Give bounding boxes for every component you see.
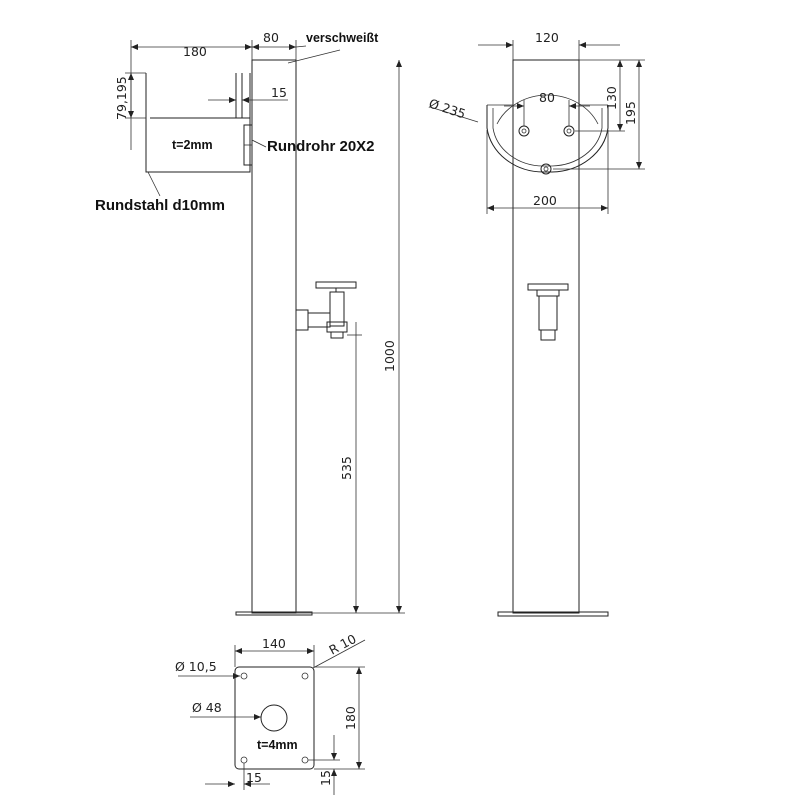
dim-box-height: 79,195 [114,76,129,120]
side-base-foot [235,611,313,616]
front-hole-bottom [540,163,552,175]
front-bowl [486,105,609,173]
dim-post-width: 80 [263,30,279,45]
side-post [251,59,297,614]
label-thickness-plate: t=4mm [257,738,298,752]
plate-hole-br [301,756,309,764]
plate-hole-bl [240,756,248,764]
front-base-foot [497,611,609,617]
side-bowl [145,73,251,173]
dim-box-width: 180 [183,44,207,59]
dim-plate-height: 180 [343,706,358,730]
dim-plate-width: 140 [262,636,286,651]
plate-hole-tl [240,672,248,680]
front-hole-left [518,125,530,137]
dim-bowl-width: 200 [533,193,557,208]
base-plate [234,666,315,770]
dim-plate-hole: Ø 10,5 [175,659,217,674]
dim-front-top-width: 120 [535,30,559,45]
label-round-steel: Rundstahl d10mm [95,197,225,214]
front-view: 120 Ø 235 80 130 195 200 [427,30,645,617]
plate-hole-tr [301,672,309,680]
front-hole-right [563,125,575,137]
label-welded: verschweißt [306,31,379,45]
base-plate-view: 140 R 10 Ø 10,5 Ø 48 t=4mm 180 15 15 [175,631,366,795]
dim-total-height: 1000 [382,340,397,372]
side-tap [295,281,357,339]
dim-plate-edge-y: 15 [318,770,333,786]
dim-front-height-195: 195 [623,101,638,125]
front-tap [527,283,569,341]
dim-plate-radius: R 10 [326,631,358,658]
dim-center-hole: Ø 48 [192,700,222,715]
dim-front-diameter: Ø 235 [427,96,467,122]
side-view: 180 80 verschweißt 79,195 15 t=2mm Rundr… [95,30,405,616]
label-thickness-box: t=2mm [172,138,213,152]
front-post [512,59,580,614]
dim-hole-spacing: 80 [539,90,555,105]
dim-tap-height: 535 [339,456,354,480]
plate-center-hole [260,704,288,732]
label-round-tube: Rundrohr 20X2 [267,138,375,155]
dim-front-height-130: 130 [604,86,619,110]
dim-plate-edge-x: 15 [246,770,262,785]
dim-rod-offset: 15 [271,85,287,100]
